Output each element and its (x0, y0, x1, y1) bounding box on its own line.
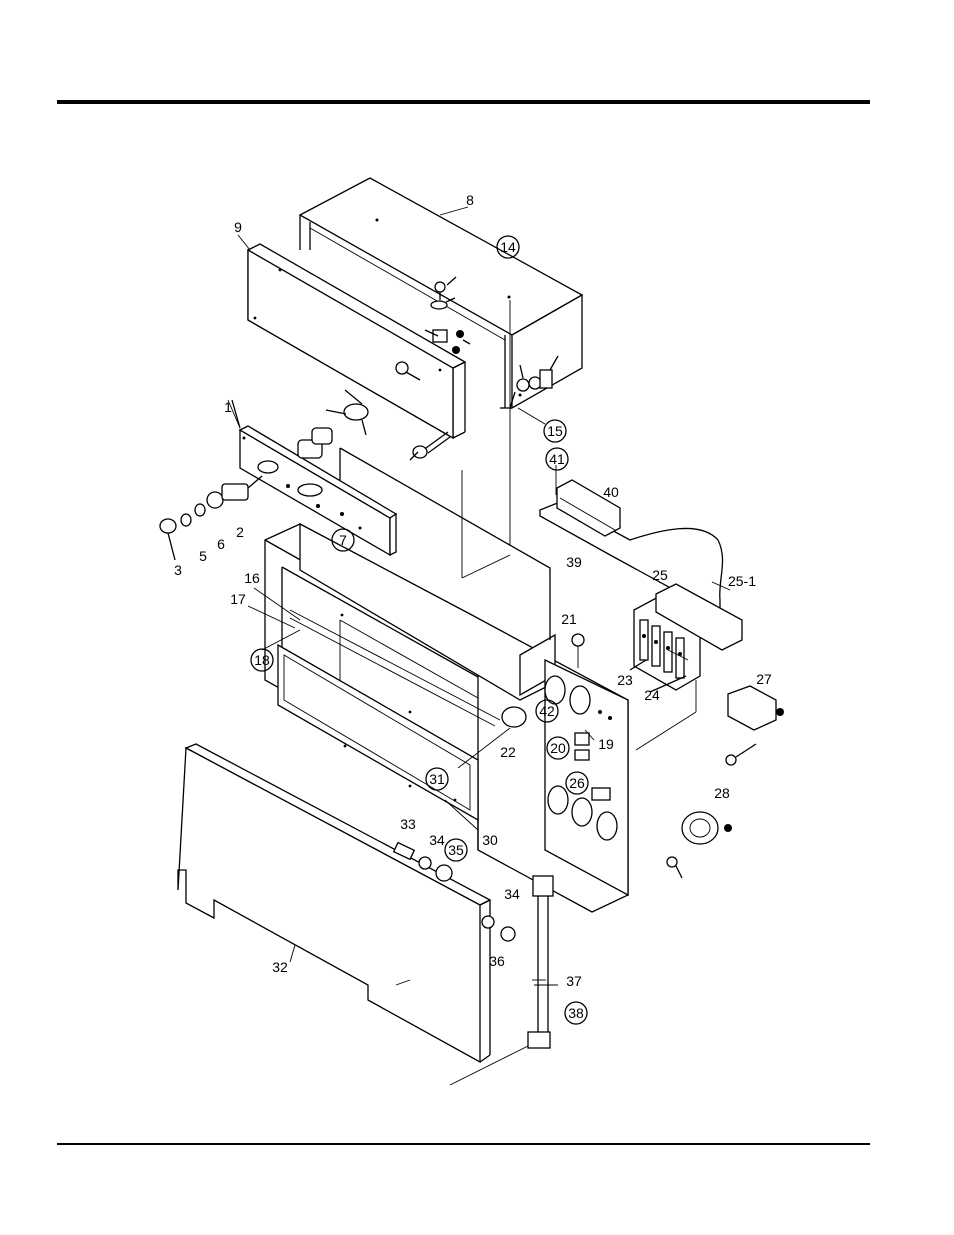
callout-9: 9 (234, 219, 242, 235)
callout-31: 31 (429, 771, 445, 787)
callout-18: 18 (254, 652, 270, 668)
callout-37: 37 (566, 973, 582, 989)
terminal-cover (540, 465, 723, 615)
callout-39: 39 (566, 554, 582, 570)
callout-41: 41 (549, 451, 565, 467)
callout-22: 22 (500, 744, 516, 760)
callout-8: 8 (466, 192, 474, 208)
callout-36: 36 (489, 953, 505, 969)
callout-32: 32 (272, 959, 288, 975)
switch-part (726, 686, 784, 765)
callout-24: 24 (644, 687, 660, 703)
callout-26: 26 (569, 775, 585, 791)
callout-3: 3 (174, 562, 182, 578)
callout-28: 28 (714, 785, 730, 801)
callout-21: 21 (561, 611, 577, 627)
round-receptacle (667, 812, 732, 878)
callout-42: 42 (539, 703, 555, 719)
support-rod (528, 876, 558, 1048)
round-indicator (502, 707, 526, 727)
callout-25-1: 25-1 (728, 573, 756, 589)
callout-14: 14 (500, 239, 516, 255)
terminal-block (630, 584, 742, 750)
callout-7: 7 (339, 532, 347, 548)
callout-38: 38 (568, 1005, 584, 1021)
callout-1: 1 (224, 399, 232, 415)
nut-part (572, 634, 584, 646)
callout-23: 23 (617, 672, 633, 688)
callout-20: 20 (550, 740, 566, 756)
callout-34-upper: 34 (429, 832, 445, 848)
callout-6: 6 (217, 536, 225, 552)
callout-19: 19 (598, 736, 614, 752)
callout-33: 33 (400, 816, 416, 832)
callout-30: 30 (482, 832, 498, 848)
callout-16: 16 (244, 570, 260, 586)
callout-40: 40 (603, 484, 619, 500)
callout-2: 2 (236, 524, 244, 540)
cable-connector (410, 432, 450, 460)
callout-15: 15 (547, 423, 563, 439)
callout-5: 5 (199, 548, 207, 564)
callout-34-lower: 34 (504, 886, 520, 902)
callout-35: 35 (448, 842, 464, 858)
callout-17: 17 (230, 591, 246, 607)
callout-25: 25 (652, 567, 668, 583)
callout-27: 27 (756, 671, 772, 687)
